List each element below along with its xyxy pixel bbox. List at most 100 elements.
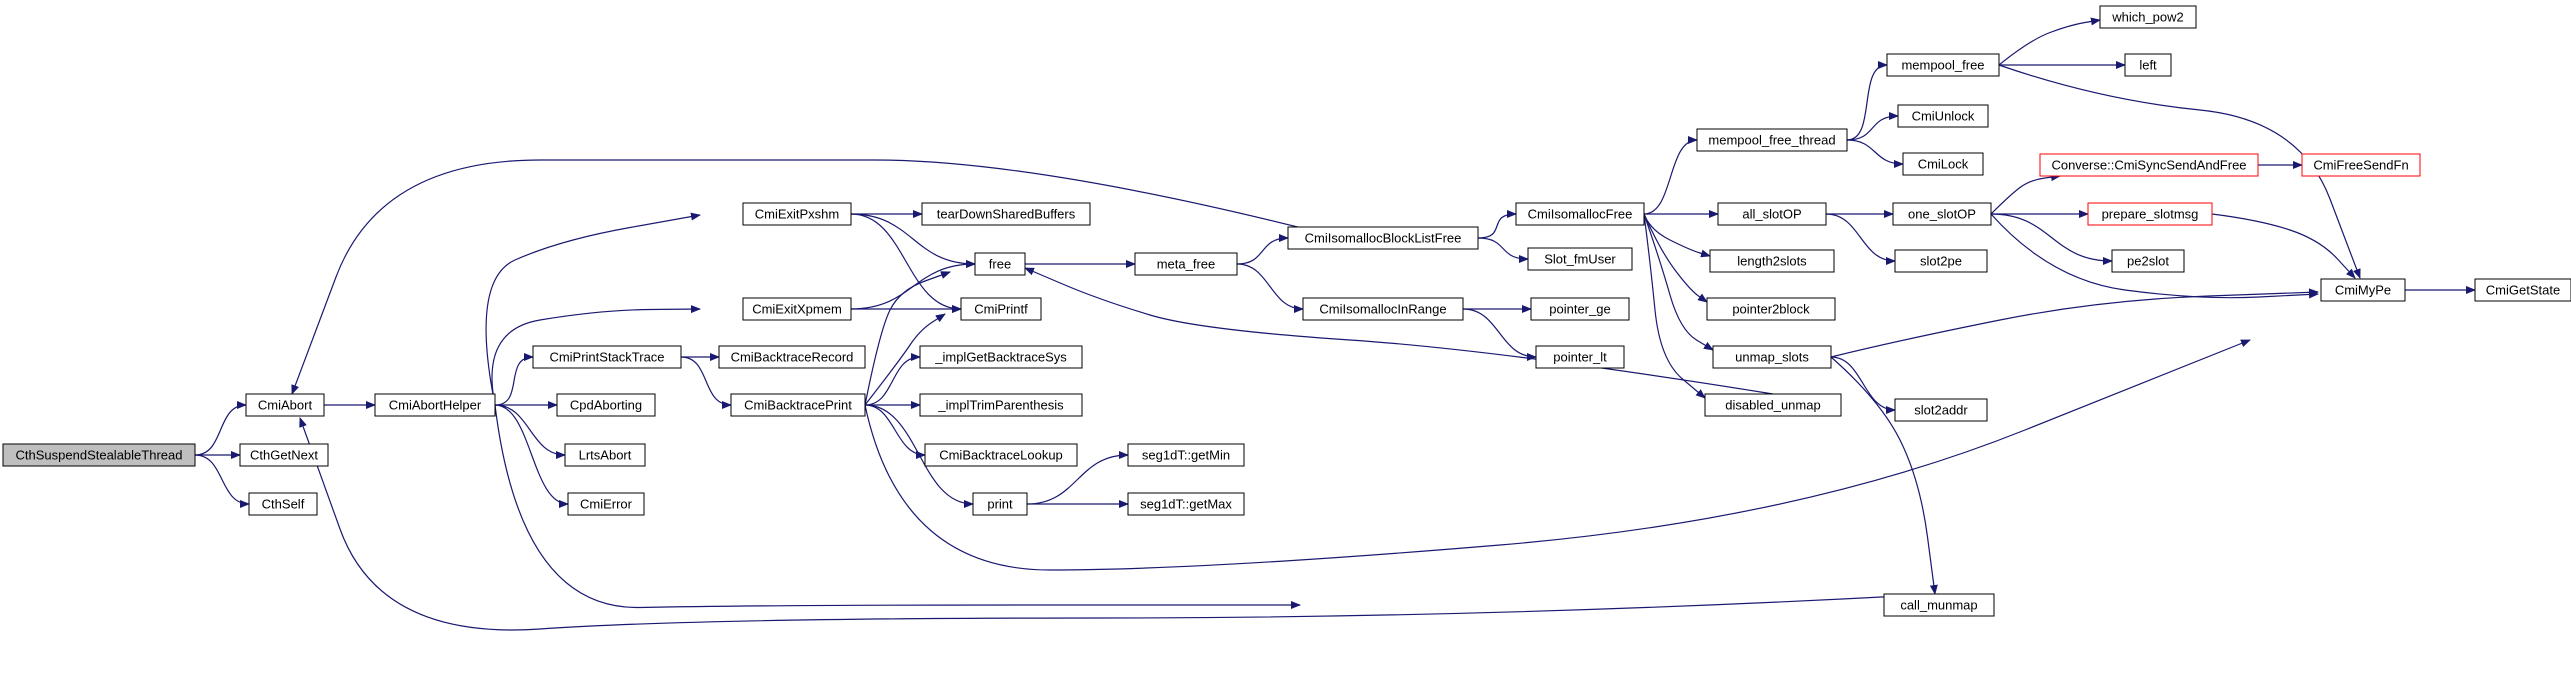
node-box: [2320, 278, 2406, 302]
edge-CmiIsomallocInRange-to-pointer_lt: [1462, 308, 1537, 361]
node-mempool-free-thread[interactable]: mempool_free_thread: [1696, 128, 1848, 152]
node-print[interactable]: print: [972, 492, 1028, 516]
node-box: [960, 297, 1042, 321]
node-lrtsabort[interactable]: LrtsAbort: [564, 443, 646, 467]
node-cmiaborthelper[interactable]: CmiAbortHelper: [374, 393, 496, 417]
node-disabled-unmap[interactable]: disabled_unmap: [1704, 393, 1842, 417]
node-label: slot2addr: [1914, 403, 1968, 418]
node--impltrimparenthesis[interactable]: _implTrimParenthesis: [919, 393, 1083, 417]
edge-print-to-seg1dT_getMin: [1026, 451, 1129, 505]
node-label: Converse::CmiSyncSendAndFree: [2051, 158, 2246, 173]
edge-CmiIsomallocFree-to-mempool_free_thread: [1643, 136, 1698, 215]
node-all-slotop[interactable]: all_slotOP: [1717, 202, 1827, 226]
node-pointer-ge[interactable]: pointer_ge: [1530, 297, 1630, 321]
node-cmiisomallocblocklistfree[interactable]: CmiIsomallocBlockListFree: [1287, 226, 1479, 250]
node-cmierror[interactable]: CmiError: [567, 492, 645, 516]
node-cmisyncsendandfree[interactable]: Converse::CmiSyncSendAndFree: [2039, 153, 2259, 177]
node-label: call_munmap: [1900, 598, 1977, 613]
edge-CmiBacktracePrint-to-free: [864, 271, 951, 406]
node-cmigetstate[interactable]: CmiGetState: [2474, 278, 2571, 302]
node-seg1dt-getmax[interactable]: seg1dT::getMax: [1127, 492, 1245, 516]
node-box: [1883, 593, 1995, 617]
node-cmiprintf[interactable]: CmiPrintf: [960, 297, 1042, 321]
node-meta-free[interactable]: meta_free: [1134, 252, 1238, 276]
node-box: [2099, 5, 2197, 29]
node-cmifreesendfn[interactable]: CmiFreeSendFn: [2301, 153, 2421, 177]
node-pe2slot[interactable]: pe2slot: [2111, 249, 2185, 273]
node-unmap-slots[interactable]: unmap_slots: [1712, 345, 1832, 369]
edge-CmiIsomallocBlockListFree-to-CmiAbort: [291, 159, 1384, 395]
node-cmibacktracelookup[interactable]: CmiBacktraceLookup: [924, 443, 1078, 467]
node-label: CmiExitXpmem: [752, 302, 842, 317]
node-one-slotop[interactable]: one_slotOP: [1892, 202, 1992, 226]
edge-mempool_free-to-which_pow2: [1998, 17, 2101, 66]
node-label: seg1dT::getMin: [1142, 448, 1230, 463]
node-box: [921, 202, 1091, 226]
node-label: pe2slot: [2127, 254, 2169, 269]
node-cmiisomallocfree[interactable]: CmiIsomallocFree: [1515, 202, 1645, 226]
node-cmiprintstacktrace[interactable]: CmiPrintStackTrace: [532, 345, 682, 369]
node-mempool-free[interactable]: mempool_free: [1886, 53, 2000, 77]
node-box: [248, 492, 318, 516]
node-slot-fmuser[interactable]: Slot_fmUser: [1527, 247, 1633, 271]
node-slot2addr[interactable]: slot2addr: [1894, 398, 1988, 422]
node-cthgetnext[interactable]: CthGetNext: [239, 443, 329, 467]
node-cmilock[interactable]: CmiLock: [1902, 152, 1984, 176]
node-label: CthSelf: [262, 497, 305, 512]
node-box: [1535, 345, 1625, 369]
node-label: length2slots: [1737, 254, 1807, 269]
node-left[interactable]: left: [2124, 53, 2172, 77]
edge-CmiAbortHelper-to-LrtsAbort: [494, 404, 566, 459]
edge-CmiAbortHelper-to-CmiError: [494, 404, 569, 508]
node-label: free: [989, 257, 1011, 272]
node-cmiisomallocinrange[interactable]: CmiIsomallocInRange: [1302, 297, 1464, 321]
node-slot2pe[interactable]: slot2pe: [1894, 249, 1988, 273]
node-length2slots[interactable]: length2slots: [1709, 249, 1835, 273]
node-box: [919, 393, 1083, 417]
node-cpdaborting[interactable]: CpdAborting: [556, 393, 656, 417]
node-box: [1696, 128, 1848, 152]
node-label: slot2pe: [1920, 254, 1962, 269]
node-label: unmap_slots: [1735, 350, 1809, 365]
node-cmiunlock[interactable]: CmiUnlock: [1897, 104, 1989, 128]
node-box: [1515, 202, 1645, 226]
node-box: [2111, 249, 2185, 273]
node-box: [2087, 202, 2213, 226]
node-which-pow2[interactable]: which_pow2: [2099, 5, 2197, 29]
node-label: CmiFreeSendFn: [2313, 158, 2408, 173]
node-label: CthSuspendStealableThread: [16, 448, 183, 463]
node-label: CmiError: [580, 497, 633, 512]
node-teardownsharedbuffers[interactable]: tearDownSharedBuffers: [921, 202, 1091, 226]
node-label: all_slotOP: [1742, 207, 1801, 222]
node-box: [2039, 153, 2259, 177]
node-cmibacktraceprint[interactable]: CmiBacktracePrint: [730, 393, 866, 417]
node-label: CmiUnlock: [1912, 109, 1975, 124]
node-box: [974, 252, 1026, 276]
node-label: CmiPrintf: [974, 302, 1028, 317]
node-cthself[interactable]: CthSelf: [248, 492, 318, 516]
node-prepare-slotmsg[interactable]: prepare_slotmsg: [2087, 202, 2213, 226]
node-cthsuspendstealablethread[interactable]: CthSuspendStealableThread: [2, 443, 196, 467]
node-cmimype[interactable]: CmiMyPe: [2320, 278, 2406, 302]
node-free[interactable]: free: [974, 252, 1026, 276]
node-box: [556, 393, 656, 417]
node-box: [742, 202, 852, 226]
node-label: pointer2block: [1732, 302, 1810, 317]
node-label: Slot_fmUser: [1544, 252, 1616, 267]
node-pointer2block[interactable]: pointer2block: [1706, 297, 1836, 321]
node-box: [567, 492, 645, 516]
node-call-munmap[interactable]: call_munmap: [1883, 593, 1995, 617]
node-cmiabort[interactable]: CmiAbort: [245, 393, 325, 417]
node-label: prepare_slotmsg: [2102, 207, 2199, 222]
node-pointer-lt[interactable]: pointer_lt: [1535, 345, 1625, 369]
node-seg1dt-getmin[interactable]: seg1dT::getMin: [1127, 443, 1245, 467]
node-cmiexitpxshm[interactable]: CmiExitPxshm: [742, 202, 852, 226]
node-cmiexitxpmem[interactable]: CmiExitXpmem: [742, 297, 852, 321]
node-box: [972, 492, 1028, 516]
node-cmibacktracerecord[interactable]: CmiBacktraceRecord: [718, 345, 866, 369]
node-label: CmiBacktracePrint: [744, 398, 852, 413]
node-label: CmiGetState: [2486, 283, 2560, 298]
edge-CmiIsomallocBlockListFree-to-Slot_fmUser: [1477, 237, 1529, 263]
node--implgetbacktracesys[interactable]: _implGetBacktraceSys: [919, 345, 1083, 369]
node-label: CmiPrintStackTrace: [549, 350, 664, 365]
